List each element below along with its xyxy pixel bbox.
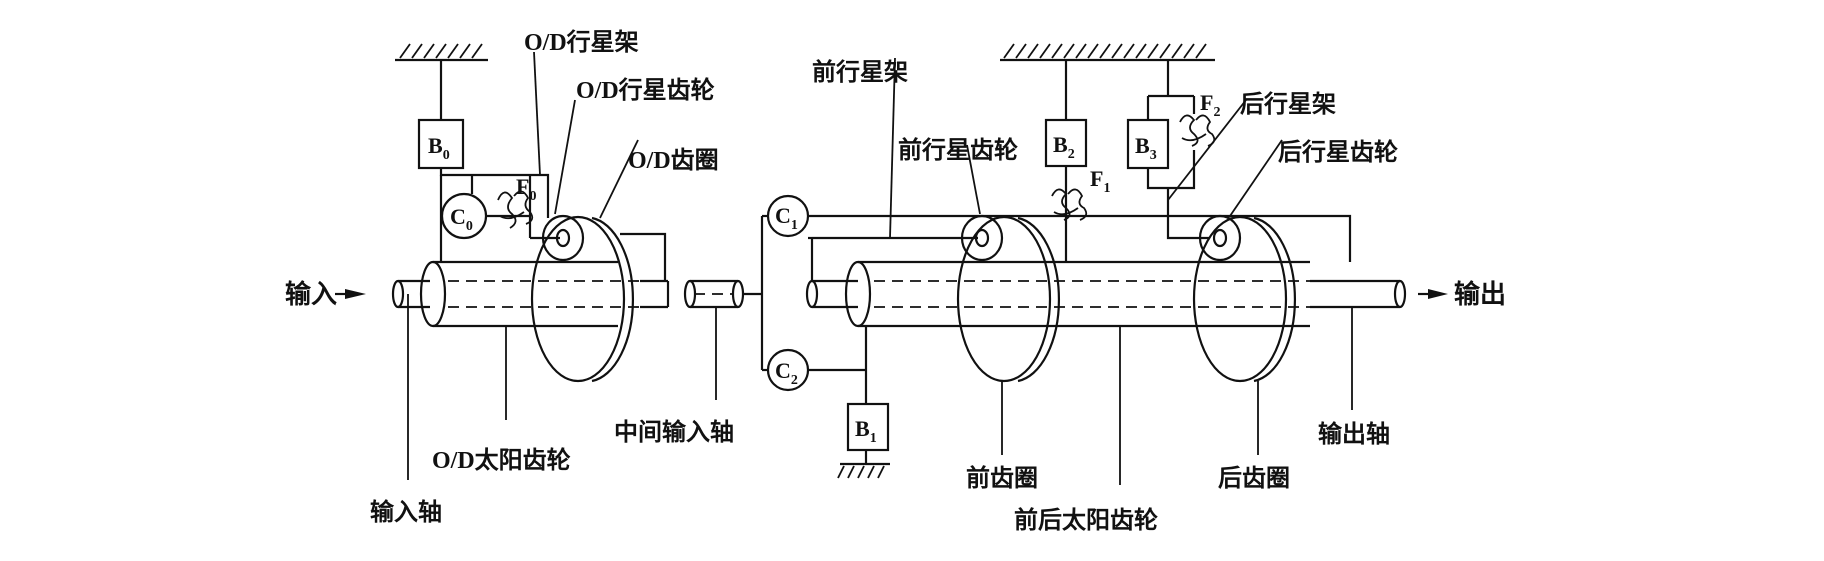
f1-sub: 1 <box>1103 181 1110 196</box>
svg-text:C2: C2 <box>775 358 798 388</box>
svg-text:C1: C1 <box>775 203 798 233</box>
sun-tube-end <box>844 260 872 328</box>
label-output: 输出 <box>1454 279 1506 309</box>
label-od-carrier: O/D行星架 <box>524 28 639 56</box>
output-shaft-end <box>1393 279 1407 309</box>
mid-shaft-right-end <box>731 279 745 309</box>
b3-main: B <box>1135 133 1150 158</box>
label-rear-ring: 后齿圈 <box>1218 465 1290 492</box>
od-sun-tube-end <box>419 260 447 328</box>
label-input-shaft: 输入轴 <box>370 498 442 526</box>
label-rear-planet: 后行星齿轮 <box>1278 138 1398 166</box>
brake-b1 <box>846 402 890 452</box>
label-front-ring: 前齿圈 <box>966 464 1038 492</box>
svg-text:B2: B2 <box>1053 132 1075 162</box>
f1-main: F <box>1090 166 1103 191</box>
b0-main: B <box>428 133 443 158</box>
b0-sub: 0 <box>443 148 450 163</box>
output-arrow <box>1428 289 1448 299</box>
svg-text:C0: C0 <box>450 204 473 234</box>
label-front-carrier: 前行星架 <box>812 58 908 86</box>
front-carrier-rear-ring-link <box>1040 214 1352 262</box>
b3-f2-join <box>1146 150 1196 190</box>
c0-sub: 0 <box>466 219 473 234</box>
mid-shaft-left-end <box>683 279 697 309</box>
c2-main: C <box>775 358 791 383</box>
b2-main: B <box>1053 132 1068 157</box>
f0-main: F <box>516 174 529 199</box>
ground-right <box>1000 43 1215 62</box>
ground-b1 <box>837 462 890 479</box>
c1-sub: 1 <box>791 218 798 233</box>
svg-text:B0: B0 <box>428 133 450 163</box>
ground-left <box>395 43 488 62</box>
svg-text:F2: F2 <box>1200 90 1220 120</box>
label-od-planet: O/D行星齿轮 <box>576 76 715 104</box>
label-output-shaft: 输出轴 <box>1318 420 1390 448</box>
b3-sub: 3 <box>1150 148 1157 163</box>
f0-sub: 0 <box>529 189 536 204</box>
label-rear-carrier: 后行星架 <box>1240 90 1336 118</box>
front-ring-gear-rim <box>1017 216 1061 383</box>
input-arrow <box>345 289 366 299</box>
label-front-planet: 前行星齿轮 <box>898 136 1018 164</box>
front-ring-gear <box>956 215 1052 383</box>
label-od-sun: O/D太阳齿轮 <box>432 446 571 474</box>
b1-main: B <box>855 416 870 441</box>
svg-text:B1: B1 <box>855 416 877 446</box>
rear-ring-gear-rim <box>1253 216 1297 383</box>
label-sun-common: 前后太阳齿轮 <box>1014 506 1158 534</box>
b1-sub: 1 <box>870 431 877 446</box>
svg-text:F0: F0 <box>516 174 536 204</box>
c2-sub: 2 <box>791 373 798 388</box>
od-ring-to-mid <box>620 232 667 281</box>
brake-b0 <box>417 118 465 170</box>
label-mid-shaft: 中间输入轴 <box>614 418 734 446</box>
brake-b2 <box>1044 118 1088 168</box>
svg-text:F1: F1 <box>1090 166 1110 196</box>
od-ring-gear-rim <box>591 216 635 383</box>
brake-b3 <box>1126 118 1170 170</box>
one-way-clutch-f0 <box>497 190 534 229</box>
label-input: 输入 <box>285 279 337 309</box>
f2-sub: 2 <box>1213 105 1220 120</box>
od-ring-gear <box>530 215 626 383</box>
b0-sun-link <box>439 168 550 218</box>
c0-main: C <box>450 204 466 229</box>
f2-main: F <box>1200 90 1213 115</box>
rear-carrier-link <box>1166 188 1210 240</box>
one-way-clutch-f2 <box>1179 114 1216 147</box>
input-shaft-end <box>391 279 405 309</box>
label-od-ring: O/D齿圈 <box>628 147 719 174</box>
c1-main: C <box>775 203 791 228</box>
leader-lines <box>407 51 1353 485</box>
b2-sub: 2 <box>1068 147 1075 162</box>
front-planet-gear <box>960 214 1004 262</box>
svg-text:B3: B3 <box>1135 133 1157 163</box>
